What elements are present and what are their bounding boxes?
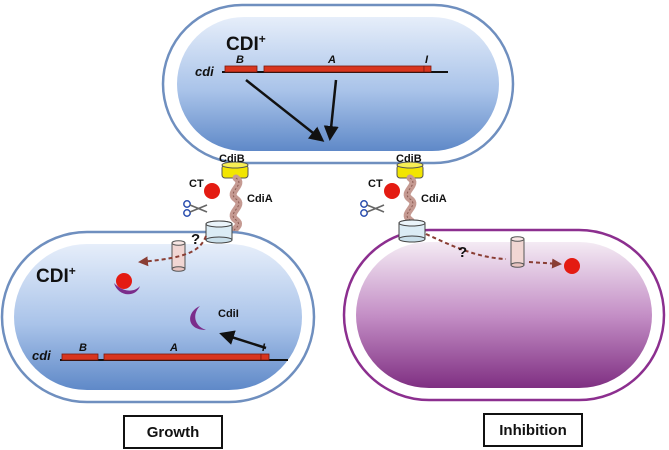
- top-cell-gene-i-label: I: [425, 54, 429, 66]
- right-ct-toxin: [384, 183, 400, 199]
- top-cell-gene-a-label: A: [327, 54, 336, 66]
- left-cdii-free-icon: [190, 306, 206, 330]
- inhibition-label: Inhibition: [499, 421, 567, 439]
- right-cell-cytoplasm: [356, 242, 652, 388]
- top-cell: CDI+ cdi B A I: [161, 3, 515, 165]
- left-cdia-filament-stripes: [232, 177, 240, 233]
- top-cell-gene-i: [423, 65, 432, 73]
- right-toxin-active: [564, 258, 580, 274]
- top-cell-arrow-b: [245, 79, 325, 142]
- left-cdib-rim: [221, 161, 249, 169]
- right-cdia-filament-stripes: [406, 177, 414, 229]
- right-cdia-label: CdiA: [421, 193, 447, 205]
- left-cell-gene-a-label: A: [169, 342, 178, 354]
- right-scissors-icon: [360, 200, 385, 217]
- top-cell-cytoplasm: [177, 17, 499, 151]
- top-cell-arrow-a: [323, 79, 339, 141]
- right-question-mark: ?: [458, 244, 467, 261]
- left-ct-toxin: [204, 183, 220, 199]
- right-receptor-overlay: [398, 219, 426, 243]
- left-scissors-icon: [183, 200, 208, 217]
- right-cdib-rim: [396, 161, 424, 169]
- right-cdib-label: CdiB: [396, 153, 422, 165]
- right-dashed-arrow-part1: [425, 233, 507, 260]
- left-cell-title: CDI+: [36, 264, 76, 287]
- top-cell-title: CDI+: [226, 32, 266, 55]
- left-toxin-neutralized: [116, 273, 132, 289]
- left-cell-gene-i: [260, 353, 270, 361]
- left-cdii-bound-icon: [114, 283, 140, 295]
- inhibition-label-box: Inhibition: [483, 413, 583, 447]
- top-cell-locus-label: cdi: [195, 64, 214, 79]
- left-cell: CDI+ ? CdiI cdi B A I: [0, 220, 316, 404]
- left-ct-label: CT: [189, 178, 204, 190]
- left-cell-arrow-i: [219, 330, 267, 350]
- left-cdib-label: CdiB: [219, 153, 245, 165]
- growth-label-box: Growth: [123, 415, 223, 449]
- left-cell-cytoplasm: [14, 244, 302, 390]
- left-cell-gene-b: [61, 353, 99, 361]
- right-dashed-arrow-part2: [528, 258, 562, 269]
- top-cell-gene-b: [224, 65, 258, 73]
- top-cell-gene-a: [263, 65, 425, 73]
- left-cell-gene-a: [103, 353, 262, 361]
- left-cdia-label: CdiA: [247, 193, 273, 205]
- top-cell-gene-b-label: B: [236, 54, 244, 66]
- left-receptor-overlay: [205, 220, 233, 244]
- left-cell-gene-i-label: I: [262, 342, 266, 354]
- left-cell-locus-label: cdi: [32, 348, 51, 363]
- right-cell: ?: [342, 219, 666, 402]
- growth-label: Growth: [146, 423, 200, 441]
- left-dashed-arrow: [138, 235, 207, 267]
- left-cell-gene-b-label: B: [79, 342, 87, 354]
- right-transporter: [510, 236, 525, 268]
- left-cdii-label: CdiI: [218, 308, 239, 320]
- right-ct-label: CT: [368, 178, 383, 190]
- left-question-mark: ?: [191, 231, 200, 248]
